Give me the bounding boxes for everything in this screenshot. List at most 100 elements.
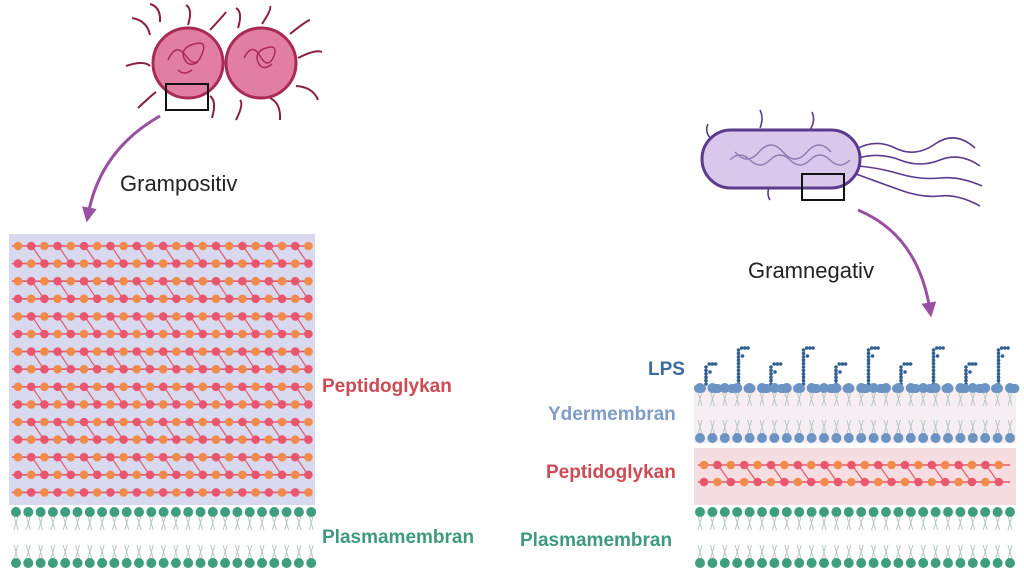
sugar-bead bbox=[290, 452, 300, 462]
sugar-bead bbox=[739, 477, 749, 487]
lipid-tail bbox=[234, 544, 240, 560]
lipid-head bbox=[84, 558, 95, 568]
lps-branch-unit bbox=[804, 346, 809, 350]
sugar-bead bbox=[119, 294, 128, 304]
sugar-bead bbox=[92, 417, 102, 427]
flagellum bbox=[185, 4, 192, 26]
lps-chain-unit bbox=[736, 361, 741, 366]
sugar-bead bbox=[106, 417, 115, 427]
sugar-bead bbox=[185, 452, 194, 462]
lipid-tail bbox=[784, 391, 790, 407]
lipid-head bbox=[72, 507, 83, 517]
lipid-tail bbox=[734, 419, 740, 435]
lipid-tail bbox=[75, 544, 80, 560]
lipid-tail bbox=[62, 515, 68, 531]
lipid-tail bbox=[957, 419, 963, 435]
sugar-bead bbox=[251, 417, 260, 427]
sugar-bead bbox=[79, 417, 89, 427]
coccus-right bbox=[224, 26, 298, 100]
sugar-bead bbox=[119, 382, 128, 392]
rod-body bbox=[700, 128, 862, 190]
sugar-bead bbox=[53, 452, 62, 462]
sugar-bead bbox=[26, 382, 36, 392]
lipid-tail bbox=[38, 515, 44, 531]
lipid-tail bbox=[858, 515, 864, 531]
lps-branch-unit bbox=[869, 346, 874, 350]
lipid-head bbox=[905, 433, 916, 443]
lipid-head bbox=[757, 383, 767, 393]
lps-chain-unit bbox=[931, 361, 936, 366]
lipid-tail bbox=[796, 391, 802, 407]
lipid-head bbox=[905, 507, 916, 517]
sugar-bead bbox=[713, 460, 722, 470]
lipid-head bbox=[183, 558, 194, 568]
sugar-bead bbox=[238, 452, 247, 462]
lipid-head bbox=[943, 507, 953, 517]
sugar-bead bbox=[211, 382, 221, 392]
sugar-bead bbox=[793, 477, 803, 487]
sugar-bead bbox=[238, 329, 247, 339]
lps-branch-unit bbox=[934, 346, 939, 350]
sugar-bead bbox=[158, 364, 168, 374]
lipid-tail bbox=[920, 515, 926, 531]
lps-chain-unit bbox=[866, 348, 871, 352]
gram-negative-outer-membrane bbox=[694, 383, 1020, 443]
sugar-bead bbox=[40, 259, 49, 268]
sugar-bead bbox=[53, 276, 62, 286]
sugar-bead bbox=[780, 477, 789, 487]
lps-chain-unit bbox=[801, 355, 806, 359]
lps-chain-unit bbox=[834, 372, 838, 376]
lipid-tail bbox=[99, 515, 105, 531]
sugar-bead bbox=[224, 312, 234, 321]
lipid-tail bbox=[846, 515, 852, 531]
lipid-tail bbox=[833, 391, 839, 407]
sugar-bead bbox=[304, 488, 313, 497]
lipid-head bbox=[220, 558, 231, 568]
sugar-bead bbox=[264, 329, 274, 339]
sugar-bead bbox=[119, 329, 128, 339]
sugar-bead bbox=[158, 312, 168, 321]
lipid-head bbox=[992, 558, 1003, 568]
lps-layer bbox=[704, 346, 1010, 386]
sugar-bead bbox=[145, 488, 155, 497]
sugar-bead bbox=[13, 417, 23, 427]
sugar-bead bbox=[264, 382, 274, 392]
lps-chain-unit bbox=[931, 351, 936, 356]
lps-branch-unit bbox=[973, 362, 978, 366]
sugar-bead bbox=[26, 259, 36, 268]
sugar-bead bbox=[40, 347, 49, 356]
sugar-bead bbox=[198, 312, 208, 321]
lipid-tail bbox=[945, 419, 951, 435]
sugar-bead bbox=[304, 259, 313, 268]
lipid-head bbox=[806, 383, 817, 393]
lipid-head bbox=[719, 558, 730, 568]
sugar-bead bbox=[66, 452, 76, 462]
sugar-bead bbox=[224, 382, 234, 392]
sugar-bead bbox=[290, 294, 300, 304]
sugar-bead bbox=[290, 417, 300, 427]
sugar-bead bbox=[106, 259, 115, 268]
sugar-bead bbox=[238, 488, 247, 497]
sugar-bead bbox=[820, 460, 829, 470]
sugar-bead bbox=[158, 452, 168, 462]
sugar-bead bbox=[66, 241, 76, 251]
sugar-bead bbox=[251, 329, 260, 339]
lipid-tail bbox=[945, 544, 951, 560]
lps-branch-unit bbox=[707, 362, 711, 366]
lipid-head bbox=[943, 558, 953, 568]
sugar-bead bbox=[172, 470, 181, 480]
lipid-head bbox=[134, 507, 144, 517]
lipid-tail bbox=[111, 544, 117, 560]
sugar-bead bbox=[198, 241, 208, 251]
sugar-bead bbox=[40, 470, 49, 480]
lipid-head bbox=[719, 383, 730, 393]
sugar-bead bbox=[198, 329, 208, 339]
lipid-tail bbox=[833, 544, 839, 560]
sugar-bead bbox=[53, 259, 62, 268]
flagellum bbox=[289, 19, 311, 35]
sugar-bead bbox=[172, 276, 181, 286]
lipid-tail bbox=[759, 515, 765, 531]
sugar-bead bbox=[13, 400, 23, 409]
lipid-tail bbox=[957, 515, 963, 531]
sugar-bead bbox=[40, 276, 49, 286]
